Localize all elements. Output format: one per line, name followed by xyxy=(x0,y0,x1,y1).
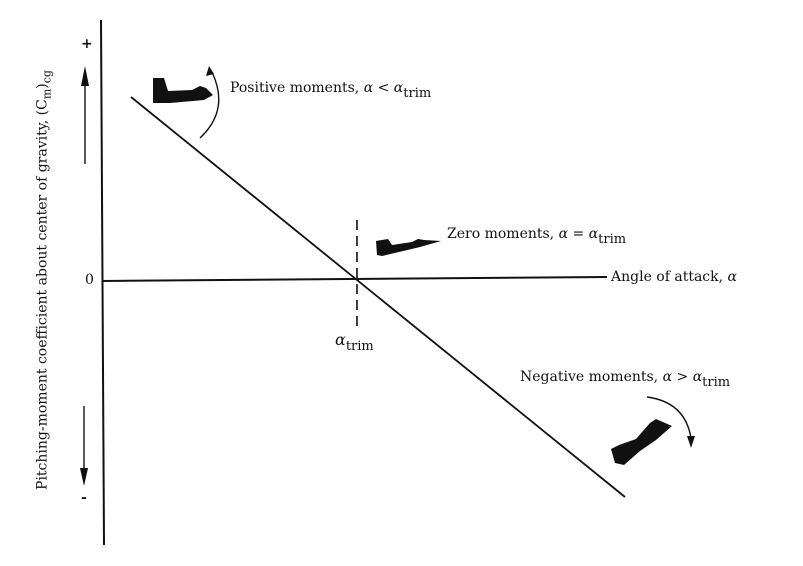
moment-curve-line xyxy=(130,96,626,498)
alpha-trim-label: αtrim xyxy=(335,330,374,354)
x-axis-label: Angle of attack, α xyxy=(611,269,738,285)
positive-moments-annotation: Positive moments, α < αtrim xyxy=(230,80,432,101)
y-axis-label: Pitching-moment coefficient about center… xyxy=(34,70,54,490)
y-plus-sign: + xyxy=(81,36,93,52)
zero-moments-annotation: Zero moments, α = αtrim xyxy=(447,226,627,247)
aircraft-nose-down-icon xyxy=(611,419,672,465)
rotation-arrow-ccw-icon xyxy=(199,66,220,139)
y-minus-sign: - xyxy=(81,490,87,506)
negative-direction-arrow-icon xyxy=(80,406,88,486)
aircraft-level-icon xyxy=(376,239,441,256)
positive-direction-arrow-icon xyxy=(81,66,89,164)
rotation-arrow-cw-icon xyxy=(646,396,695,448)
aircraft-nose-up-icon xyxy=(153,78,213,103)
y-axis-line xyxy=(100,19,105,546)
negative-moments-annotation: Negative moments, α > αtrim xyxy=(520,369,731,390)
y-zero-label: 0 xyxy=(85,272,94,288)
